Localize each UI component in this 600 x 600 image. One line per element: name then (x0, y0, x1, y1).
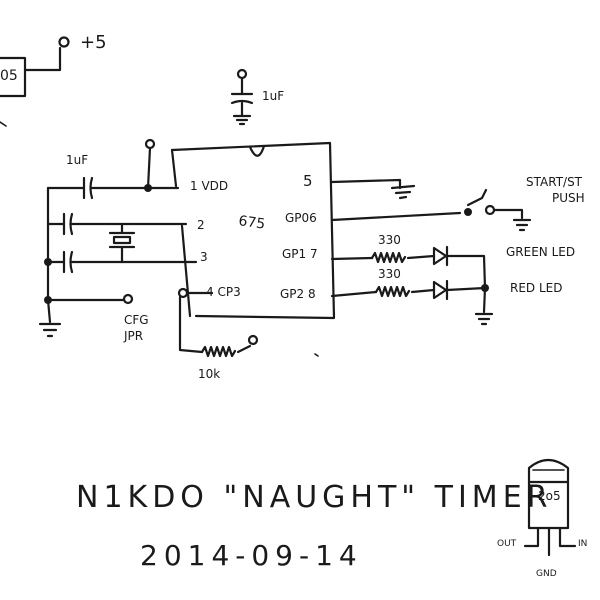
pullup-resistor: 10k (178, 295, 259, 381)
pin3-label: 3 (200, 250, 208, 264)
chip-675: 675 1 VDD 2 3 4 CP3 5 GP06 GP1 7 GP2 8 (170, 141, 336, 320)
vdd-network: 1uF (46, 138, 180, 200)
regulator-partial-label: 05 (0, 68, 18, 84)
pin4-label: 4 CP3 (206, 285, 241, 299)
cap-left-label: 1uF (66, 153, 88, 167)
ground-left (38, 293, 134, 338)
config-jumper: CFG JPR (123, 287, 214, 343)
chip-part-label: 675 (237, 213, 266, 233)
pin1-label: 1 VDD (190, 179, 228, 193)
cap-top: 1uF (230, 68, 284, 126)
page-title: N1KDO "NAUGHT" TIMER (76, 480, 553, 515)
regulator-sketch: 2o5 OUT IN GND (497, 458, 587, 579)
red-led-branch: 330 RED LED (330, 267, 562, 326)
pin2-label: 2 (197, 218, 205, 232)
red-led-label: RED LED (510, 281, 562, 295)
push-label: PUSH (552, 191, 585, 205)
supply-label: +5 (80, 32, 107, 53)
pin8-label: GP2 8 (280, 287, 316, 301)
pin5-ground (330, 178, 416, 200)
regulator-part-label: 2o5 (538, 489, 561, 503)
jumper-label-line2: JPR (123, 329, 143, 343)
jumper-label-line1: CFG (124, 313, 149, 327)
pullup-label: 10k (198, 367, 220, 381)
green-led-label: GREEN LED (506, 245, 575, 259)
pin5-label: 5 (303, 172, 313, 190)
pin6-label: GP06 (285, 211, 317, 225)
cap-top-label: 1uF (262, 89, 284, 103)
regulator-gnd-label: GND (536, 569, 557, 579)
crystal-network (44, 186, 198, 302)
start-stop-label: START/ST (526, 175, 583, 189)
pushbutton: START/ST PUSH (330, 175, 585, 232)
pin7-label: GP1 7 (282, 247, 318, 261)
regulator-out-label: OUT (497, 539, 517, 549)
stray-mark (314, 353, 319, 357)
resistor-green-label: 330 (378, 233, 401, 247)
regulator-in-label: IN (578, 539, 587, 549)
date-label: 2014-09-14 (140, 539, 363, 572)
resistor-red-label: 330 (378, 267, 401, 281)
regulator-fragment: 05 +5 (0, 32, 107, 127)
green-led-branch: 330 GREEN LED (330, 233, 575, 290)
